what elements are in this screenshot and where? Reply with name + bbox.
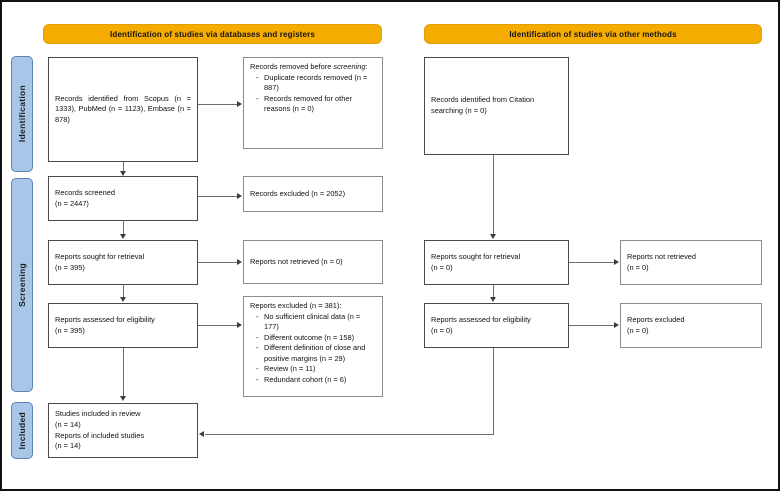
reports-excluded-list: No sufficient clinical data (n = 177) Di…: [250, 312, 376, 386]
arrowhead-right-assessed-to-excluded: [614, 321, 619, 328]
box-right-reports-not-retrieved: Reports not retrieved (n = 0): [620, 240, 762, 285]
connector-assessed-to-included: [123, 348, 124, 396]
arrowhead-identified-to-removed: [237, 100, 242, 107]
reports-excluded-title: Reports excluded (n = 381):: [250, 301, 342, 310]
box-reports-not-retrieved: Reports not retrieved (n = 0): [243, 240, 383, 284]
arrowhead-citation-to-right-sought: [489, 234, 496, 239]
box-records-identified-text: Records identified from Scopus (n = 1333…: [55, 93, 191, 124]
arrowhead-sought-to-assessed: [119, 297, 126, 302]
box-reports-not-retrieved-text: Reports not retrieved (n = 0): [250, 256, 343, 266]
connector-sought-to-not-retrieved: [198, 262, 238, 263]
arrowhead-assessed-to-included: [119, 396, 126, 401]
box-records-identified-citation-text: Records identified from Citation searchi…: [431, 95, 535, 115]
box-right-reports-not-retrieved-text: Reports not retrieved (n = 0): [627, 251, 697, 272]
arrowhead-screened-to-sought: [119, 234, 126, 239]
stage-label-included-text: Included: [17, 411, 27, 450]
connector-screened-to-sought: [123, 221, 124, 234]
box-right-reports-assessed-eligibility-text: Reports assessed for eligibility (n = 0): [431, 314, 531, 335]
list-item: Review (n = 11): [256, 364, 376, 375]
box-records-screened: Records screened (n = 2447): [48, 176, 198, 221]
arrowhead-right-sought-to-assessed: [489, 297, 496, 302]
records-removed-title-suffix: :: [365, 62, 368, 71]
connector-right-sought-to-not-retrieved: [569, 262, 615, 263]
records-removed-title-text: Records removed before: [250, 62, 332, 71]
connector-sought-to-assessed: [123, 285, 124, 297]
box-reports-sought-retrieval: Reports sought for retrieval (n = 395): [48, 240, 198, 285]
connector-right-sought-to-assessed: [493, 285, 494, 297]
box-right-reports-excluded-text: Reports excluded (n = 0): [627, 314, 685, 335]
box-records-removed-before-screening: Records removed before screening: Duplic…: [243, 57, 383, 149]
arrowhead-right-sought-to-not-retrieved: [614, 258, 619, 265]
box-right-reports-excluded: Reports excluded (n = 0): [620, 303, 762, 348]
box-right-reports-assessed-eligibility: Reports assessed for eligibility (n = 0): [424, 303, 569, 348]
stage-label-identification-text: Identification: [17, 85, 27, 143]
connector-screened-to-excluded: [198, 196, 238, 197]
box-records-excluded-text: Records excluded (n = 2052): [250, 188, 346, 198]
connector-right-assessed-elbow-horizontal: [205, 434, 494, 435]
box-records-screened-text: Records screened (n = 2447): [55, 187, 115, 208]
stage-label-screening: Screening: [11, 178, 33, 392]
box-studies-included-text: Studies included in review (n = 14) Repo…: [55, 409, 145, 451]
records-removed-title: Records removed before screening:: [250, 62, 376, 73]
box-reports-excluded-detail: Reports excluded (n = 381): No sufficien…: [243, 296, 383, 397]
box-studies-included: Studies included in review (n = 14) Repo…: [48, 403, 198, 458]
section-header-databases-registers: Identification of studies via databases …: [43, 24, 382, 44]
arrowhead-identified-to-screened: [119, 171, 126, 176]
box-records-identified: Records identified from Scopus (n = 1333…: [48, 57, 198, 162]
connector-right-assessed-elbow-vertical: [493, 348, 494, 435]
section-header-databases-label: Identification of studies via databases …: [110, 29, 315, 39]
list-item: No sufficient clinical data (n = 177): [256, 312, 376, 333]
list-item: Records removed for other reasons (n = 0…: [256, 94, 376, 115]
records-removed-title-italic: screening: [333, 62, 366, 71]
connector-assessed-to-excluded: [198, 325, 238, 326]
connector-identified-to-removed: [198, 104, 238, 105]
box-reports-assessed-eligibility: Reports assessed for eligibility (n = 39…: [48, 303, 198, 348]
list-item: Different definition of close and positi…: [256, 343, 376, 364]
section-header-other-methods: Identification of studies via other meth…: [424, 24, 762, 44]
arrowhead-assessed-to-excluded: [237, 321, 242, 328]
stage-label-screening-text: Screening: [17, 263, 27, 307]
box-right-reports-sought-retrieval: Reports sought for retrieval (n = 0): [424, 240, 569, 285]
connector-citation-to-right-sought: [493, 155, 494, 234]
box-records-excluded: Records excluded (n = 2052): [243, 176, 383, 212]
list-item: Redundant cohort (n = 6): [256, 375, 376, 386]
stage-label-included: Included: [11, 402, 33, 459]
box-records-identified-citation: Records identified from Citation searchi…: [424, 57, 569, 155]
arrowhead-sought-to-not-retrieved: [237, 258, 242, 265]
connector-identified-to-screened: [123, 162, 124, 172]
box-right-reports-sought-retrieval-text: Reports sought for retrieval (n = 0): [431, 251, 521, 272]
stage-label-identification: Identification: [11, 56, 33, 172]
connector-right-assessed-to-excluded: [569, 325, 615, 326]
arrowhead-screened-to-excluded: [237, 192, 242, 199]
box-reports-assessed-eligibility-text: Reports assessed for eligibility (n = 39…: [55, 314, 155, 335]
box-reports-sought-retrieval-text: Reports sought for retrieval (n = 395): [55, 251, 145, 272]
records-removed-list: Duplicate records removed (n = 887) Reco…: [250, 73, 376, 115]
section-header-other-methods-label: Identification of studies via other meth…: [509, 29, 677, 39]
arrowhead-right-assessed-to-included: [199, 430, 204, 437]
list-item: Different outcome (n = 158): [256, 333, 376, 344]
list-item: Duplicate records removed (n = 887): [256, 73, 376, 94]
